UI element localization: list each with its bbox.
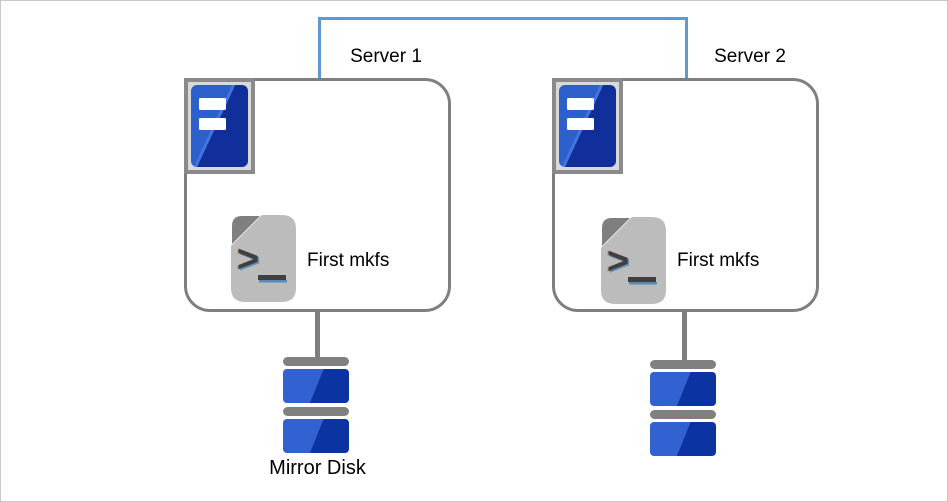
server2-disk-connector-line — [682, 311, 687, 362]
server2-tower-icon-frame — [552, 78, 623, 174]
disk-platter — [283, 419, 349, 453]
server-tower-icon — [559, 85, 616, 167]
server2-label: Server 2 — [714, 46, 786, 67]
prompt-glyph-shadow: > — [606, 241, 628, 283]
terminal-script-icon: > > > — [601, 217, 666, 304]
disk-spindle-bar — [283, 407, 349, 416]
disk-spindle-bar — [650, 360, 716, 369]
server1-script-label: First mkfs — [307, 250, 390, 271]
terminal-script-icon: > > > — [231, 215, 296, 302]
disk-platter — [283, 369, 349, 403]
prompt-glyph: > — [607, 241, 629, 283]
prompt-glyph-shadow: > — [236, 239, 258, 281]
cursor-underscore — [628, 277, 656, 282]
disk-icon — [650, 360, 716, 456]
cursor-underscore — [258, 275, 286, 280]
prompt-glyph-shadow: > — [239, 240, 261, 282]
tower-drive-bay — [567, 98, 594, 110]
tower-drive-bay — [199, 98, 226, 110]
prompt-glyph: > — [237, 239, 259, 281]
cursor-underscore-shadow — [629, 282, 657, 285]
prompt-glyph-shadow: > — [609, 242, 631, 284]
server-interconnect-line — [318, 17, 688, 78]
mirror-disk-icon — [283, 357, 349, 453]
disk-spindle-bar — [283, 357, 349, 366]
server1-tower-icon-frame — [184, 78, 255, 174]
mirror-disk-label: Mirror Disk — [269, 457, 366, 479]
disk-platter — [650, 422, 716, 456]
server2-script-label: First mkfs — [677, 250, 760, 271]
tower-drive-bay — [199, 118, 226, 130]
disk-spindle-bar — [650, 410, 716, 419]
server-tower-icon — [191, 85, 248, 167]
disk-platter — [650, 372, 716, 406]
tower-drive-bay — [567, 118, 594, 130]
server1-disk-connector-line — [315, 311, 320, 359]
server1-label: Server 1 — [350, 46, 422, 67]
cursor-underscore-shadow — [259, 280, 287, 283]
